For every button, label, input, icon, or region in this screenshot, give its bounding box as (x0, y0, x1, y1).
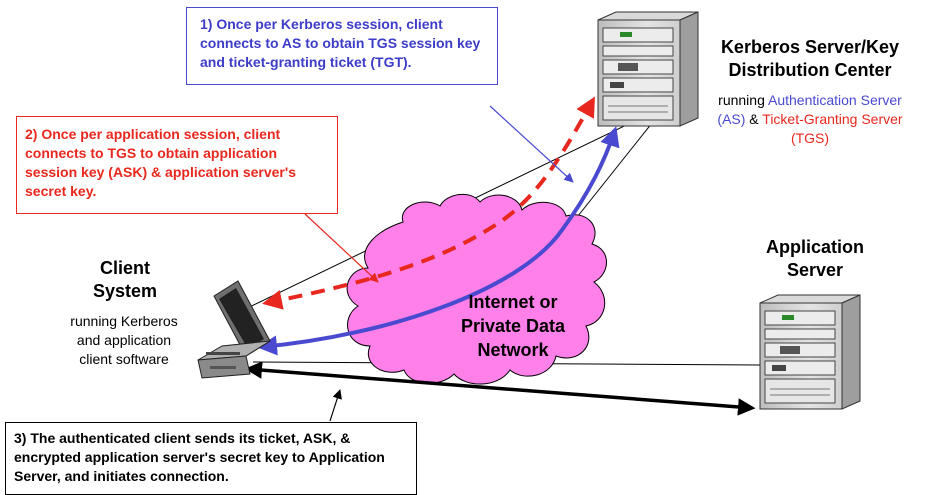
network-label-line3: Network (477, 340, 549, 360)
client-subtitle: running Kerberos and application client … (48, 312, 200, 369)
kdc-subtitle: running Authentication Server (AS) & Tic… (690, 91, 929, 148)
kdc-running: running (718, 92, 765, 108)
network-label-line2: Private Data (460, 316, 566, 336)
kdc-server-icon (597, 11, 699, 127)
network-label-line1: Internet or (468, 292, 558, 312)
client-title: Client System (65, 257, 185, 303)
app-server-icon (759, 294, 861, 410)
client-sub-line3: client software (79, 351, 169, 367)
tgs-step-callout: 2) Once per application session, client … (16, 116, 338, 214)
client-sub-line2: and application (76, 332, 172, 348)
as-name: Authentication Server (767, 92, 902, 108)
app-server-title-line1: Application (766, 237, 864, 257)
tgs-callout-pointer (304, 213, 379, 283)
as-step-callout: 1) Once per Kerberos session, client con… (186, 7, 498, 85)
kdc-title: Kerberos Server/Key Distribution Center (690, 36, 929, 82)
kdc-title-line1: Kerberos Server/Key (720, 37, 900, 57)
kdc-title-line2: Distribution Center (728, 60, 892, 80)
network-label: Internet or Private Data Network (448, 290, 578, 362)
as-abbr: (AS) (717, 111, 746, 127)
app-step-callout: 3) The authenticated client sends its ti… (5, 422, 417, 495)
app-server-title-line2: Server (786, 260, 844, 280)
client-title-line1: Client (99, 258, 150, 278)
client-laptop-icon (197, 280, 271, 379)
kdc-amp: & (749, 111, 759, 127)
app-server-title: Application Server (735, 236, 895, 282)
tgs-abbr: (TGS) (790, 130, 830, 146)
app-callout-pointer (329, 389, 342, 422)
client-title-line2: System (92, 281, 158, 301)
tgs-name: Ticket-Granting Server (762, 111, 903, 127)
client-sub-line1: running Kerberos (70, 313, 178, 329)
tgs-exchange-arrow (262, 96, 595, 310)
as-callout-pointer (489, 105, 574, 183)
app-exchange-arrow (244, 361, 756, 416)
